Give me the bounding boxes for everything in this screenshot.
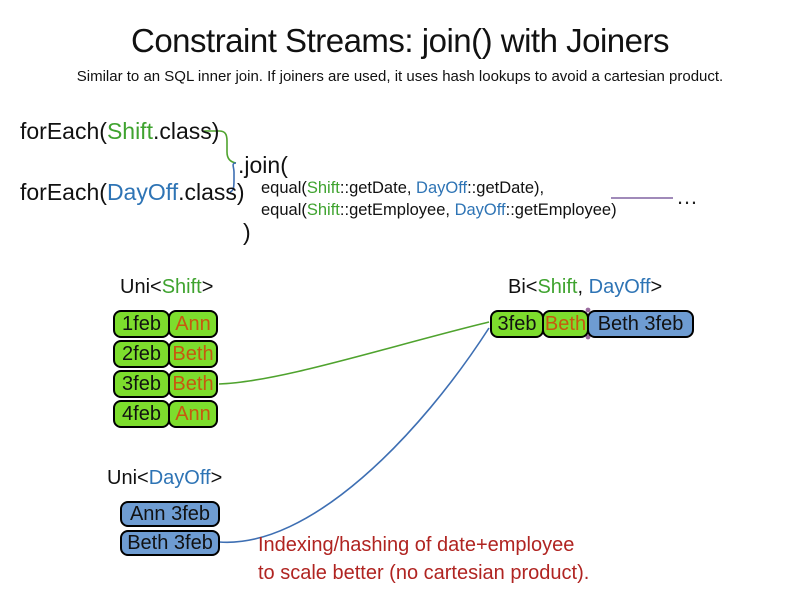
bi-date-cell: 3feb [490, 310, 544, 338]
uni-shift-label: Uni<Shift> [120, 276, 213, 299]
code-equal-employee: equal(Shift::getEmployee, DayOff::getEmp… [261, 201, 617, 220]
bi-row: 3feb Beth Beth 3feb [490, 310, 694, 338]
uni-dayoff-label: Uni<DayOff> [107, 467, 222, 490]
label-text: Bi< [508, 276, 538, 298]
code-foreach-shift: forEach(Shift.class) [20, 118, 219, 145]
shift-token: Shift [106, 118, 153, 144]
shift-row-1: 1feb Ann [113, 310, 218, 338]
connector-dayoff-to-bi [218, 327, 490, 543]
code-join-open: .join( [238, 152, 288, 178]
bi-label: Bi<Shift, DayOff> [508, 276, 662, 299]
code-join-close: ) [243, 219, 251, 245]
code-text: ::getEmployee) [505, 201, 617, 219]
dayoff-token: DayOff [148, 467, 211, 489]
bi-dayoff-cell: Beth 3feb [587, 310, 694, 338]
dayoff-token: DayOff [106, 179, 179, 205]
code-text: .class) [178, 179, 245, 205]
shift-employee-cell: Ann [168, 310, 218, 338]
dayoff-token: DayOff [416, 179, 468, 197]
shift-employee-cell: Beth [168, 340, 218, 368]
note-line-1: Indexing/hashing of date+employee [258, 534, 575, 556]
code-text: equal( [261, 179, 307, 197]
label-text: > [650, 276, 663, 298]
note-line-2: to scale better (no cartesian product). [258, 562, 590, 584]
code-text: ::getEmployee, [339, 201, 455, 219]
label-text: Uni< [107, 467, 149, 489]
code-equal-date: equal(Shift::getDate, DayOff::getDate), [261, 179, 544, 198]
label-text: > [210, 467, 223, 489]
page-subtitle: Similar to an SQL inner join. If joiners… [76, 68, 724, 85]
shift-date-cell: 1feb [113, 310, 170, 338]
code-text: forEach( [20, 179, 107, 205]
shift-token: Shift [537, 276, 578, 298]
page-title: Constraint Streams: join() with Joiners [130, 22, 670, 59]
label-text: > [201, 276, 214, 298]
shift-date-cell: 3feb [113, 370, 170, 398]
bi-employee-cell: Beth [542, 310, 589, 338]
shift-employee-cell: Ann [168, 400, 218, 428]
dayoff-row-2: Beth 3feb [120, 530, 220, 556]
index-hash-note: Indexing/hashing of date+employee to sca… [258, 531, 589, 587]
shift-token: Shift [306, 201, 340, 219]
shift-date-cell: 2feb [113, 340, 170, 368]
dayoff-token: DayOff [588, 276, 651, 298]
connector-shift-to-bi [218, 321, 490, 385]
shift-row-3: 3feb Beth [113, 370, 218, 398]
code-text: .class) [152, 118, 220, 144]
code-text: equal( [261, 201, 307, 219]
shift-token: Shift [161, 276, 202, 298]
dayoff-row-1: Ann 3feb [120, 501, 220, 527]
code-text: ::getDate, [339, 179, 417, 197]
shift-row-2: 2feb Beth [113, 340, 218, 368]
dayoff-token: DayOff [454, 201, 506, 219]
code-foreach-dayoff: forEach(DayOff.class) [20, 179, 245, 206]
shift-employee-cell: Beth [168, 370, 218, 398]
label-text: Uni< [120, 276, 162, 298]
label-text: , [577, 276, 589, 298]
code-text: ::getDate), [467, 179, 545, 197]
shift-row-4: 4feb Ann [113, 400, 218, 428]
code-text: forEach( [20, 118, 107, 144]
shift-date-cell: 4feb [113, 400, 170, 428]
shift-token: Shift [306, 179, 340, 197]
ellipsis-text: … [676, 184, 698, 209]
